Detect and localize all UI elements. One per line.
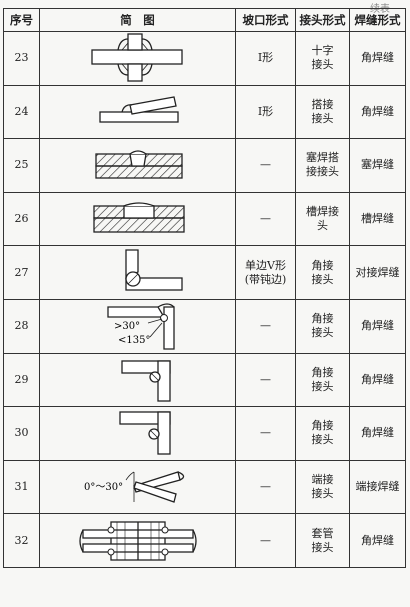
joint-type: 套管 接头 xyxy=(295,513,350,568)
angle-label-lt135: <135° xyxy=(118,335,150,346)
weld-type: 角焊缝 xyxy=(349,406,406,461)
sketch-corner-bevel-joint xyxy=(39,245,236,300)
table-row: 29 — 角接 接头 角焊缝 xyxy=(3,352,406,408)
weld-type: 角焊缝 xyxy=(349,352,406,408)
row-number: 23 xyxy=(3,31,40,86)
header-no: 序号 xyxy=(3,8,40,32)
table-row: 25 — 塞焊搭 接接头 xyxy=(3,138,406,193)
row-number: 26 xyxy=(3,191,40,247)
weld-type: 塞焊缝 xyxy=(349,138,406,193)
joint-type: 槽焊接 头 xyxy=(295,191,350,247)
table-row: 24 I形 搭接 接头 角焊缝 xyxy=(3,84,406,140)
joint-type: 端接 接头 xyxy=(295,459,350,515)
joint-type: 塞焊搭 接接头 xyxy=(295,138,350,193)
angle-label-range: 0°～30° xyxy=(84,482,123,493)
joint-type: 搭接 接头 xyxy=(295,84,350,140)
header-weld: 焊缝形式 xyxy=(349,8,406,32)
header-sketch: 简 图 xyxy=(39,8,236,32)
sketch-corner-angle-joint: >30° <135° xyxy=(39,298,236,354)
joint-type: 角接 接头 xyxy=(295,245,350,300)
header-row: 序号 简 图 坡口形式 接头形式 焊缝形式 xyxy=(3,8,406,32)
weld-type: 角焊缝 xyxy=(349,298,406,354)
groove-type: — xyxy=(235,406,296,461)
weld-type: 角焊缝 xyxy=(349,31,406,86)
joint-type: 角接 接头 xyxy=(295,352,350,408)
groove-type: — xyxy=(235,352,296,408)
sketch-corner-joint-outer xyxy=(39,406,236,461)
joint-type: 角接 接头 xyxy=(295,406,350,461)
row-number: 27 xyxy=(3,245,40,300)
table-row: 28 >30° <135° — 角接 接头 角焊缝 xyxy=(3,298,406,354)
table-row: 31 0°～30° — 端接 接头 端接焊缝 xyxy=(3,459,406,515)
row-number: 25 xyxy=(3,138,40,193)
angle-label-gt30: >30° xyxy=(114,321,140,332)
sketch-corner-joint-inner xyxy=(39,352,236,408)
joint-type: 角接 接头 xyxy=(295,298,350,354)
table-row: 30 — 角接 接头 角焊缝 xyxy=(3,406,406,461)
groove-type: 单边V形 (带钝边) xyxy=(235,245,296,300)
table-row: 26 — 槽焊接 头 xyxy=(3,191,406,247)
groove-type: — xyxy=(235,191,296,247)
row-number: 31 xyxy=(3,459,40,515)
row-number: 30 xyxy=(3,406,40,461)
weld-type: 角焊缝 xyxy=(349,84,406,140)
sketch-slot-joint xyxy=(39,191,236,247)
groove-type: — xyxy=(235,138,296,193)
header-groove: 坡口形式 xyxy=(235,8,296,32)
sketch-cross-joint xyxy=(39,31,236,86)
row-number: 28 xyxy=(3,298,40,354)
row-number: 32 xyxy=(3,513,40,568)
sketch-lap-joint xyxy=(39,84,236,140)
groove-type: — xyxy=(235,513,296,568)
groove-type: — xyxy=(235,298,296,354)
row-number: 29 xyxy=(3,352,40,408)
weld-type: 槽焊缝 xyxy=(349,191,406,247)
groove-type: I形 xyxy=(235,84,296,140)
weld-joint-table: 序号 简 图 坡口形式 接头形式 焊缝形式 23 xyxy=(3,8,406,568)
table-row: 27 单边V形 (带钝边) 角接 接头 对接焊缝 xyxy=(3,245,406,300)
sketch-sleeve-joint xyxy=(39,513,236,568)
weld-type: 端接焊缝 xyxy=(349,459,406,515)
sketch-edge-joint: 0°～30° xyxy=(39,459,236,515)
header-joint: 接头形式 xyxy=(295,8,350,32)
weld-type: 角焊缝 xyxy=(349,513,406,568)
joint-type: 十字 接头 xyxy=(295,31,350,86)
groove-type: I形 xyxy=(235,31,296,86)
groove-type: — xyxy=(235,459,296,515)
sketch-plug-lap-joint xyxy=(39,138,236,193)
table-row: 23 I形 十字 接头 角焊缝 xyxy=(3,31,406,86)
row-number: 24 xyxy=(3,84,40,140)
table-row: 32 — 套管 接头 xyxy=(3,513,406,568)
weld-type: 对接焊缝 xyxy=(349,245,406,300)
